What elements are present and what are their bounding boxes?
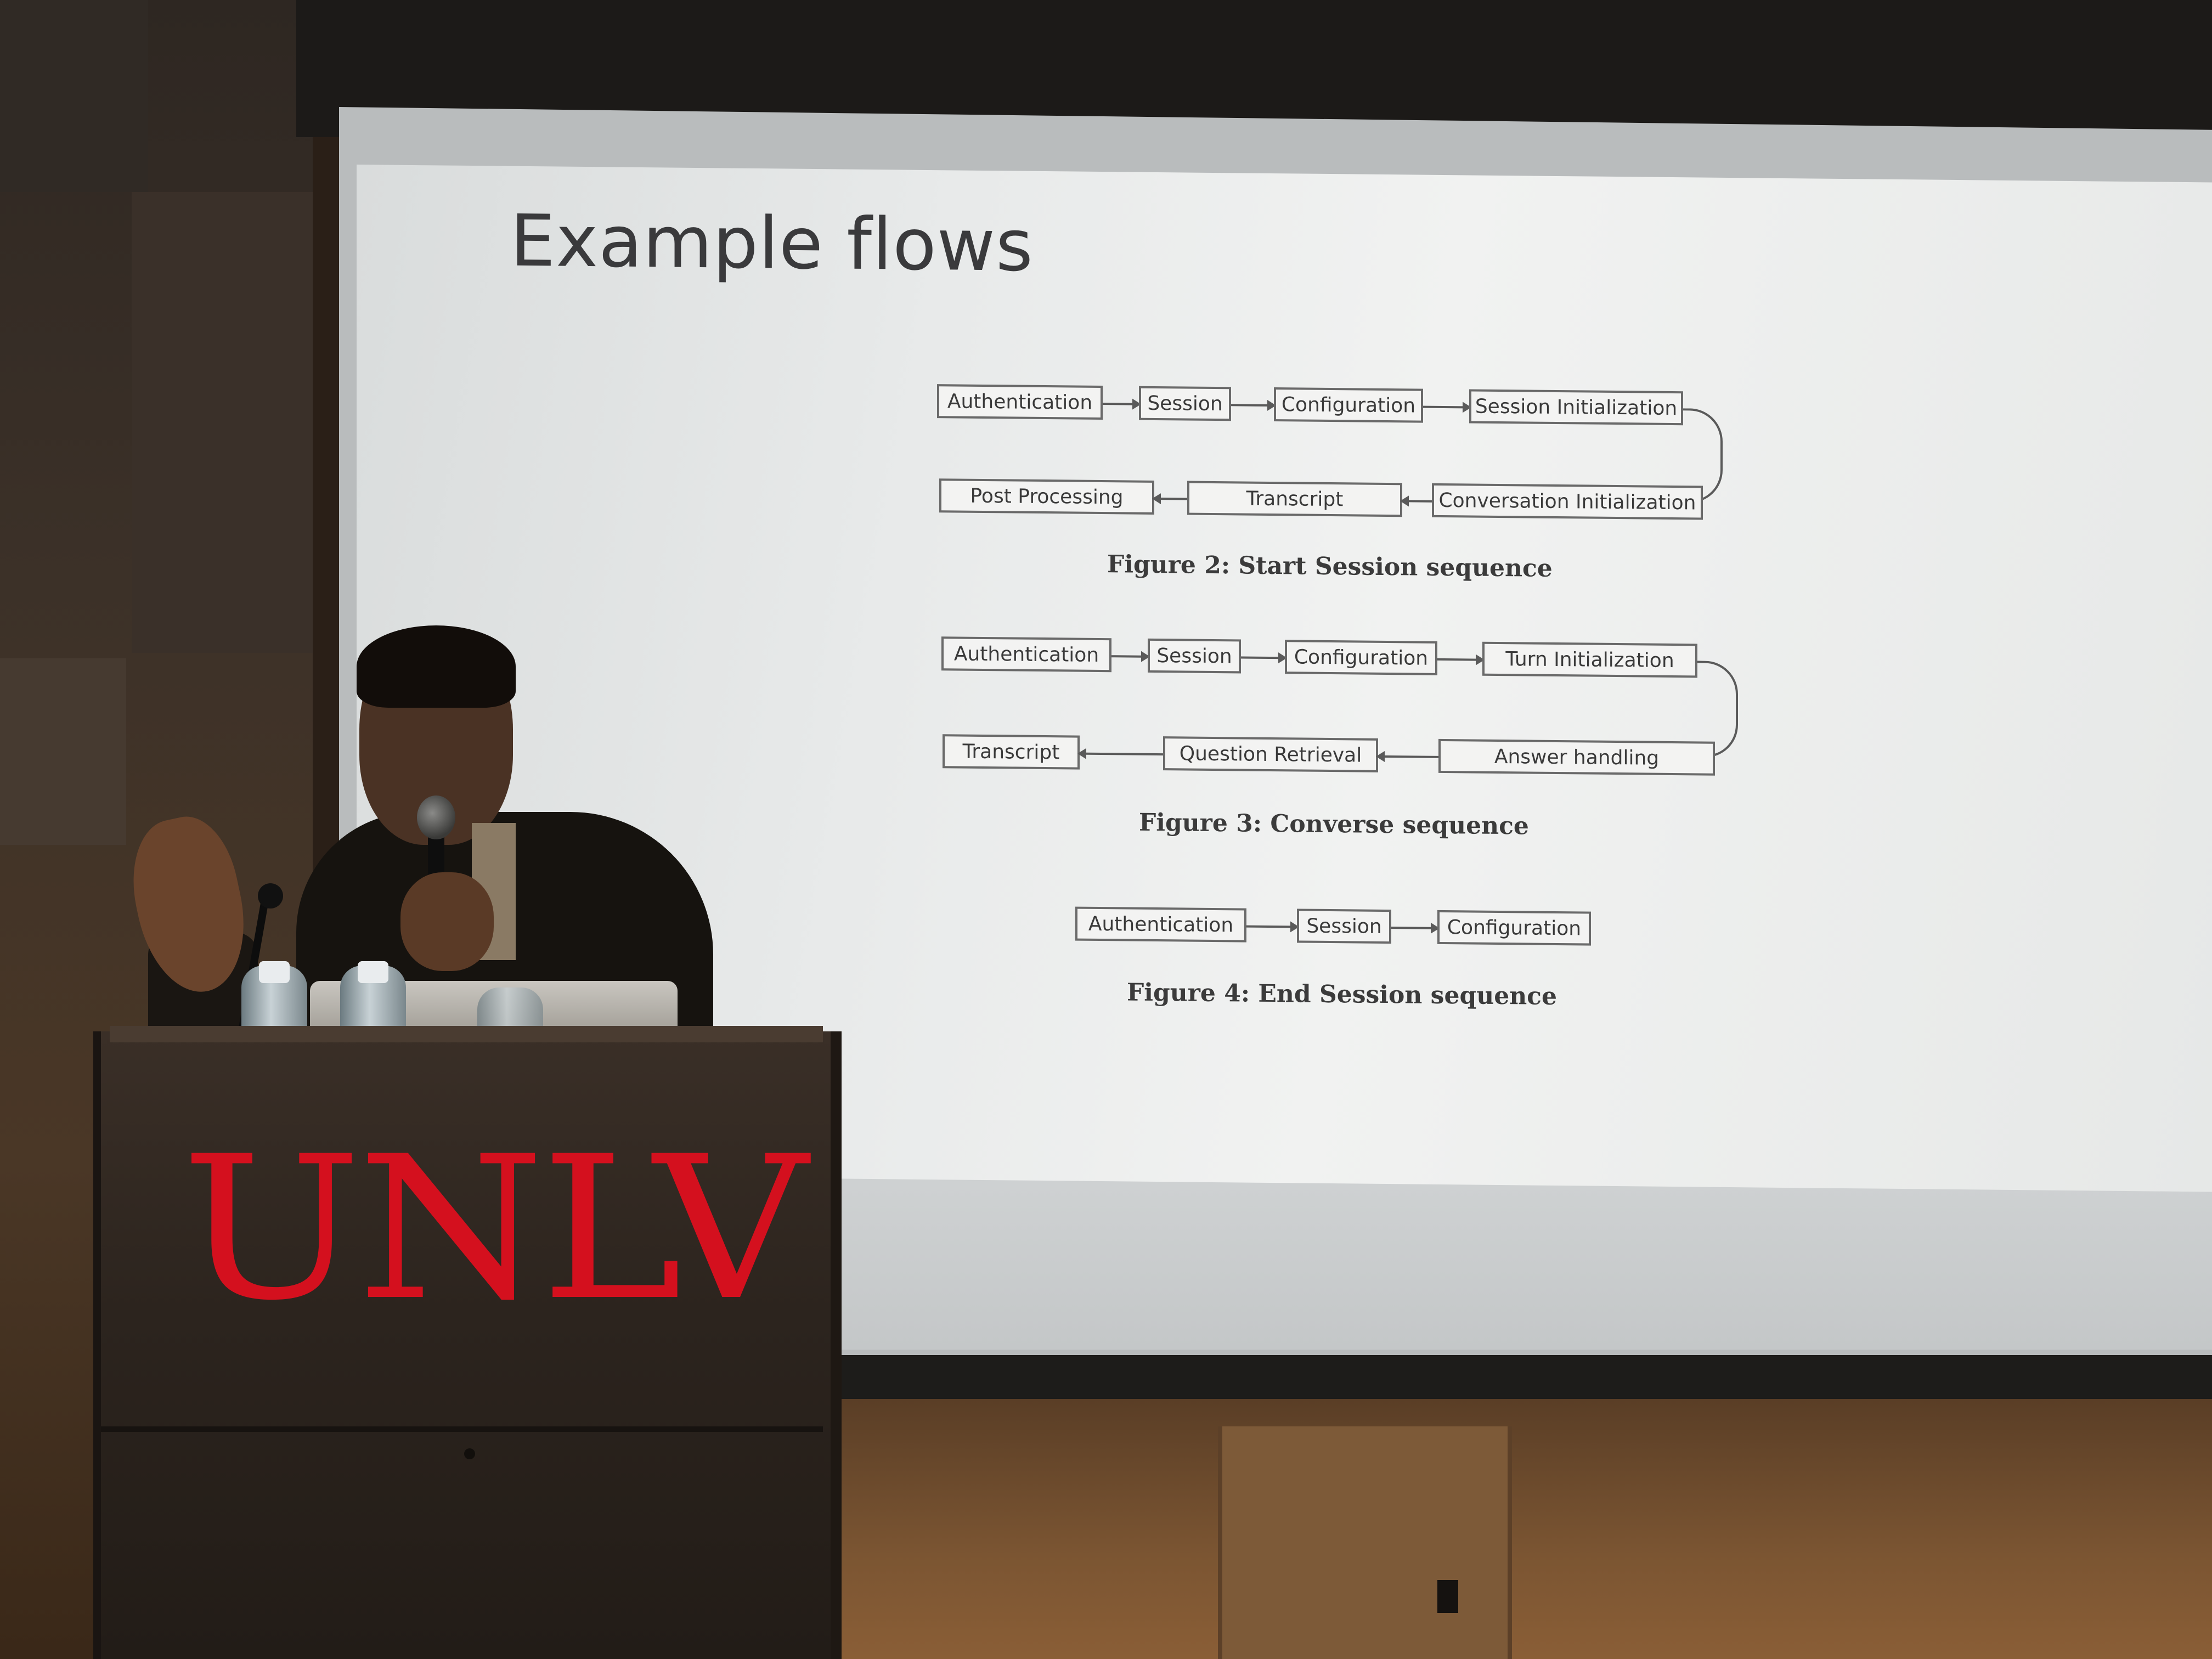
figure-caption: Figure 2: Start Session sequence <box>1107 550 1553 583</box>
flow-box: Session <box>1148 638 1241 674</box>
flow-box: Configuration <box>1437 910 1591 946</box>
figure-caption: Figure 3: Converse sequence <box>1139 808 1529 840</box>
flow-box: Transcript <box>1187 481 1402 517</box>
door <box>1218 1426 1512 1659</box>
podium <box>93 1031 842 1659</box>
flow-box: Configuration <box>1274 387 1423 423</box>
unlv-logo: UNLV <box>181 1114 808 1344</box>
flow-box: Conversation Initialization <box>1432 483 1703 520</box>
presenter-hand-holding-mic <box>400 872 494 971</box>
flow-box: Authentication <box>937 384 1103 420</box>
podium-bolt <box>464 1448 475 1459</box>
podium-microphone-icon <box>258 883 283 909</box>
wall-panel <box>0 0 148 192</box>
presenter-hair <box>357 625 516 708</box>
back-wall <box>823 1399 2212 1659</box>
wall-panel <box>132 192 313 653</box>
flow-box: Authentication <box>1075 906 1246 943</box>
flow-arrow <box>1402 500 1432 503</box>
flow-arrow <box>1378 755 1438 758</box>
flow-arrow <box>1103 403 1139 405</box>
wall-panel <box>0 658 126 845</box>
projection-screen-lower <box>823 1169 2212 1350</box>
bottle-cap <box>358 961 388 983</box>
flow-box: Answer handling <box>1438 738 1715 776</box>
flow-arrow <box>1391 927 1437 929</box>
flow-box: Authentication <box>941 636 1111 673</box>
podium-seam <box>101 1426 823 1432</box>
flow-box: Session <box>1297 909 1391 944</box>
flow-arrow <box>1241 656 1285 659</box>
flow-arrow <box>1080 752 1163 756</box>
flow-box: Configuration <box>1285 640 1437 675</box>
podium-top <box>110 1026 823 1042</box>
flow-box: Turn Initialization <box>1482 641 1697 678</box>
bottle-cap <box>259 961 290 983</box>
screen-bottom-bar <box>823 1355 2212 1399</box>
flow-arrow <box>1437 658 1482 661</box>
handheld-microphone-icon <box>417 795 455 839</box>
flow-box: Post Processing <box>939 478 1154 515</box>
door-lock <box>1437 1580 1458 1613</box>
flow-arrow <box>1154 497 1187 500</box>
flow-arrow <box>1246 925 1297 928</box>
flow-box: Session <box>1139 386 1231 421</box>
flow-arrow <box>1231 404 1274 407</box>
slide-title: Example flows <box>510 199 1034 287</box>
flow-box: Question Retrieval <box>1163 736 1378 772</box>
figure-caption: Figure 4: End Session sequence <box>1127 978 1557 1011</box>
flow-box: Transcript <box>943 734 1080 770</box>
flow-arrow <box>1111 655 1148 658</box>
flow-box: Session Initialization <box>1469 389 1683 426</box>
flow-arrow <box>1423 405 1469 409</box>
